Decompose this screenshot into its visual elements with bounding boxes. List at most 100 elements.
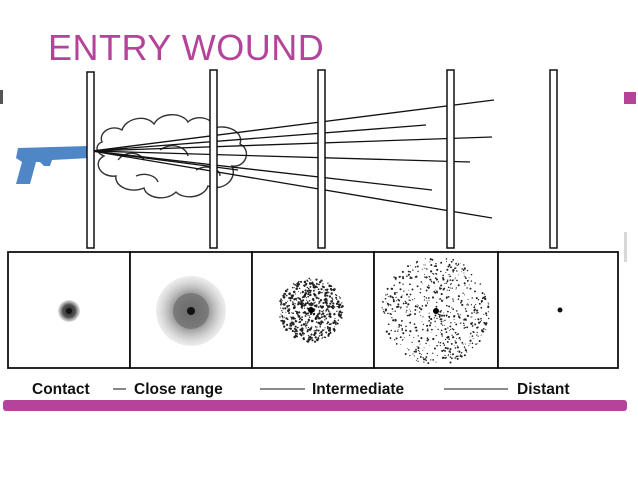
residue-dot: [454, 347, 457, 349]
residue-dot: [460, 314, 462, 316]
residue-dot: [282, 294, 285, 297]
residue-dot: [280, 307, 281, 309]
residue-dot: [470, 273, 473, 276]
residue-dot: [428, 315, 431, 318]
residue-dot: [314, 340, 317, 343]
residue-dot: [318, 291, 320, 293]
residue-dot: [407, 289, 409, 291]
residue-dot: [394, 276, 397, 279]
residue-dot: [304, 306, 306, 308]
residue-dot: [280, 302, 283, 305]
residue-dot: [285, 311, 287, 313]
residue-dot: [422, 349, 424, 351]
residue-dot: [439, 344, 441, 347]
residue-dot: [416, 305, 419, 308]
residue-dot: [431, 328, 433, 331]
residue-dot: [461, 303, 464, 307]
residue-dot: [447, 295, 450, 298]
residue-dot: [387, 323, 390, 326]
residue-dot: [435, 278, 438, 281]
residue-dot: [304, 291, 308, 295]
residue-dot: [397, 328, 399, 330]
residue-dot: [280, 313, 282, 315]
residue-dot: [306, 323, 308, 325]
residue-dot: [308, 314, 310, 316]
residue-dot: [421, 305, 424, 307]
residue-dot: [284, 289, 288, 293]
residue-dot: [415, 359, 417, 361]
residue-dot: [392, 319, 395, 322]
residue-dot: [422, 316, 424, 318]
residue-dot: [383, 312, 386, 314]
residue-dot: [449, 352, 451, 354]
residue-dot: [412, 353, 414, 355]
residue-dot: [281, 315, 284, 318]
residue-dot: [306, 289, 309, 293]
residue-dot: [435, 273, 438, 275]
residue-dot: [414, 298, 416, 300]
residue-dot: [462, 343, 464, 345]
residue-dot: [446, 279, 449, 282]
residue-dot: [479, 321, 482, 323]
residue-dot: [456, 357, 459, 360]
residue-dot: [452, 308, 455, 311]
residue-dot: [461, 271, 462, 272]
residue-dot: [461, 341, 464, 344]
residue-dot: [427, 286, 429, 289]
residue-dot: [483, 293, 486, 295]
residue-dot: [427, 297, 430, 299]
residue-dot: [288, 327, 291, 330]
residue-dot: [299, 317, 302, 320]
residue-dot: [435, 334, 437, 337]
residue-dot: [288, 296, 292, 300]
residue-dot: [315, 282, 318, 285]
residue-dot: [283, 325, 286, 328]
residue-dot: [309, 291, 312, 293]
residue-dot: [440, 320, 443, 323]
residue-dot: [452, 328, 455, 331]
residue-dot: [458, 263, 460, 265]
residue-dot: [402, 332, 405, 335]
residue-dot: [470, 304, 473, 306]
residue-dot: [386, 301, 388, 303]
residue-dot: [427, 338, 430, 341]
residue-dot: [449, 348, 452, 351]
residue-dot: [430, 263, 433, 267]
residue-dot: [340, 312, 343, 314]
residue-dot: [451, 287, 453, 289]
residue-dot: [409, 310, 412, 312]
residue-dot: [285, 301, 288, 304]
residue-dot: [446, 280, 449, 283]
residue-dot: [428, 300, 430, 302]
residue-dot: [477, 318, 480, 321]
residue-dot: [321, 312, 324, 315]
residue-dot: [325, 288, 329, 291]
residue-dot: [473, 306, 476, 309]
residue-dot: [333, 313, 336, 316]
residue-dot: [301, 307, 303, 310]
residue-dot: [475, 303, 477, 306]
residue-dot: [293, 330, 296, 333]
residue-dot: [283, 292, 286, 296]
residue-dot: [305, 322, 307, 324]
residue-dot: [297, 291, 299, 293]
residue-dot: [302, 295, 306, 298]
residue-dot: [452, 298, 454, 300]
residue-dot: [398, 326, 401, 328]
target-post: [317, 69, 326, 249]
residue-dot: [429, 345, 430, 347]
residue-dot: [392, 300, 395, 303]
residue-dot: [442, 288, 445, 291]
residue-dot: [463, 318, 466, 321]
residue-dot: [317, 338, 319, 340]
residue-dot: [322, 310, 324, 312]
residue-dot: [423, 347, 425, 349]
trajectory-line: [91, 150, 433, 191]
residue-dot: [298, 287, 301, 290]
residue-dot: [387, 305, 389, 307]
residue-dot: [445, 296, 448, 299]
residue-dot: [300, 324, 303, 327]
residue-dot: [430, 270, 433, 273]
residue-dot: [442, 324, 444, 326]
residue-dot: [333, 306, 336, 308]
